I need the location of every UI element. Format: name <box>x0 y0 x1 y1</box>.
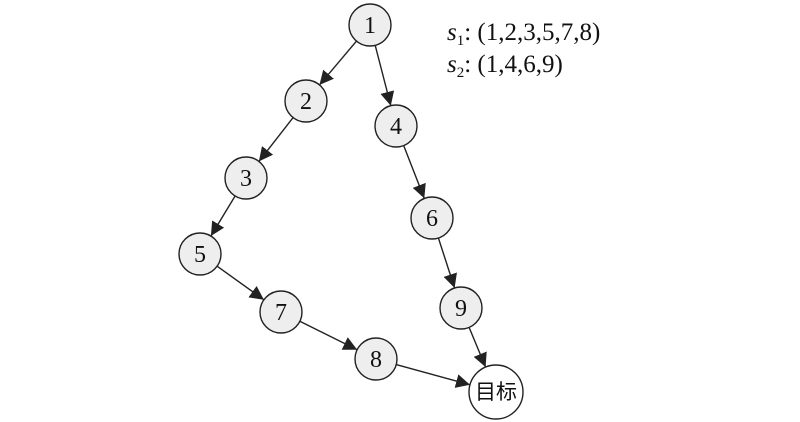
node-label: 7 <box>275 300 287 326</box>
edge-1-to-4 <box>374 45 395 106</box>
node-circle <box>439 286 483 330</box>
node-label: 6 <box>426 206 438 232</box>
node-label: 9 <box>455 296 467 322</box>
node-circle <box>354 337 398 381</box>
edge-3-to-5 <box>210 195 236 237</box>
node-circle <box>259 290 303 334</box>
path-s1-subscript: 1 <box>457 33 465 49</box>
node-4: 4 <box>374 104 418 148</box>
node-5: 5 <box>178 232 222 276</box>
edge-1-to-2 <box>318 40 358 86</box>
node-circle <box>224 156 268 200</box>
node-label: 1 <box>364 13 376 39</box>
path-s2-subscript: 2 <box>457 65 465 81</box>
node-7: 7 <box>259 290 303 334</box>
edge-8-to-target <box>396 363 471 388</box>
edge-4-to-6 <box>403 145 426 199</box>
node-label: 5 <box>194 242 206 268</box>
path-s2-symbol: s <box>447 51 457 78</box>
target-node-circle <box>468 364 524 420</box>
node-label: 3 <box>240 166 252 192</box>
node-9: 9 <box>439 286 483 330</box>
node-label: 2 <box>300 89 312 115</box>
path-s1-symbol: s <box>447 19 457 46</box>
node-layer: 1 2 3 4 5 6 7 8 9 目标 <box>178 3 524 420</box>
node-1: 1 <box>348 3 392 47</box>
target-node-label: 目标 <box>475 380 517 404</box>
target-node: 目标 <box>468 364 524 420</box>
path-legend-s1: s1: (1,2,3,5,7,8) <box>447 19 600 49</box>
path-legend-s2: s2: (1,4,6,9) <box>447 51 563 81</box>
node-circle <box>410 196 454 240</box>
node-3: 3 <box>224 156 268 200</box>
node-8: 8 <box>354 337 398 381</box>
path-legend: s1: (1,2,3,5,7,8) s2: (1,4,6,9) <box>447 19 600 81</box>
node-circle <box>178 232 222 276</box>
edge-6-to-9 <box>437 237 457 289</box>
node-circle <box>348 3 392 47</box>
edge-layer <box>210 40 487 388</box>
path-s1-sequence: : (1,2,3,5,7,8) <box>464 19 600 46</box>
edge-9-to-target <box>468 327 487 368</box>
node-2: 2 <box>284 79 328 123</box>
node-6: 6 <box>410 196 454 240</box>
edge-7-to-8 <box>299 320 358 351</box>
node-circle <box>284 79 328 123</box>
edge-2-to-3 <box>258 117 294 162</box>
node-label: 4 <box>390 114 402 140</box>
node-circle <box>374 104 418 148</box>
path-s2-sequence: : (1,4,6,9) <box>464 51 563 78</box>
node-label: 8 <box>370 347 382 373</box>
edge-5-to-7 <box>216 265 265 301</box>
